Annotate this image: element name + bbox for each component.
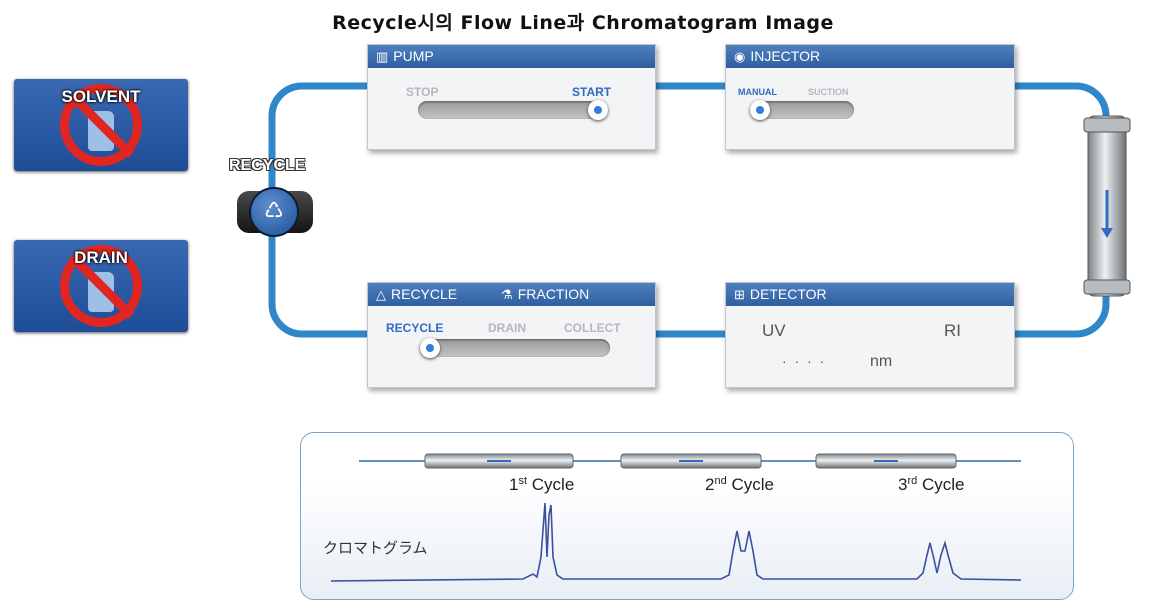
cycle-3-label: 3rd Cycle (898, 475, 965, 494)
prohibited-icon (60, 245, 142, 327)
column-icon-2 (620, 453, 762, 469)
pump-switch-track[interactable] (418, 101, 608, 119)
chromatogram-label: クロマトグラム (323, 539, 428, 557)
chromatogram-panel: 1st Cycle 2nd Cycle 3rd Cycle クロマトグラム (300, 432, 1074, 600)
injector-option-manual[interactable]: MANUAL (738, 87, 777, 97)
detector-wavelength: · · · · (782, 353, 827, 369)
recycle-title: RECYCLE (391, 286, 458, 302)
cycle-1-label: 1st Cycle (509, 475, 575, 494)
hplc-column-icon (1083, 115, 1131, 297)
eye-icon: ◉ (734, 49, 746, 64)
cycle-2-label: 2nd Cycle (705, 475, 774, 494)
detector-ri[interactable]: RI (944, 321, 961, 340)
drain-label: DRAIN (74, 248, 128, 267)
pump-header: ▥ PUMP (368, 45, 655, 68)
recycle-option-recycle[interactable]: RECYCLE (386, 321, 444, 335)
recycle-switch-track[interactable] (420, 339, 610, 357)
detector-unit: nm (870, 353, 893, 370)
pump-option-start[interactable]: START (572, 85, 612, 99)
prohibited-icon (60, 84, 142, 166)
pump-option-stop[interactable]: STOP (406, 85, 439, 99)
chromatogram-svg (330, 453, 1022, 582)
injector-option-suction[interactable]: SUCTION (808, 87, 849, 97)
column-icon-1 (424, 453, 574, 469)
recycle-icon[interactable]: ♺ (249, 187, 299, 237)
recycle-valve-label: RECYCLE (229, 157, 306, 174)
detector-header: ⊞ DETECTOR (726, 283, 1014, 306)
injector-header: ◉ INJECTOR (726, 45, 1014, 68)
pump-switch-knob[interactable] (588, 100, 608, 120)
flask-icon: ⚗ (501, 287, 513, 302)
pump-panel: ▥ PUMP STOP START (367, 44, 656, 150)
recycle-switch-knob[interactable] (420, 338, 440, 358)
detector-panel: ⊞ DETECTOR UV RI · · · · nm (725, 282, 1015, 388)
drain-badge: DRAIN (14, 240, 188, 332)
solvent-badge: SOLVENT (14, 79, 188, 171)
recycle-fraction-panel: △ RECYCLE ⚗ FRACTION RECYCLE DRAIN COLLECT (367, 282, 656, 388)
pump-icon: ▥ (376, 49, 389, 64)
detector-title: DETECTOR (749, 286, 827, 302)
fraction-title: FRACTION (517, 286, 590, 302)
column-icon-3 (815, 453, 957, 469)
detector-icon: ⊞ (734, 287, 745, 302)
solvent-label: SOLVENT (61, 87, 141, 106)
recycle-fraction-header: △ RECYCLE ⚗ FRACTION (368, 283, 655, 306)
triangle-icon: △ (376, 287, 386, 302)
detector-uv[interactable]: UV (762, 321, 786, 340)
chromatogram-trace (330, 502, 1022, 582)
pump-title: PUMP (393, 48, 434, 64)
page-title: Recycle시의 Flow Line과 Chromatogram Image (332, 12, 834, 34)
recycle-valve[interactable]: ♺ (237, 187, 313, 237)
injector-panel: ◉ INJECTOR MANUAL SUCTION (725, 44, 1015, 150)
injector-title: INJECTOR (750, 48, 821, 64)
injector-switch-track[interactable] (750, 101, 854, 119)
recycle-option-drain[interactable]: DRAIN (488, 321, 526, 335)
recycle-option-collect[interactable]: COLLECT (564, 321, 621, 335)
injector-switch-knob[interactable] (750, 100, 770, 120)
